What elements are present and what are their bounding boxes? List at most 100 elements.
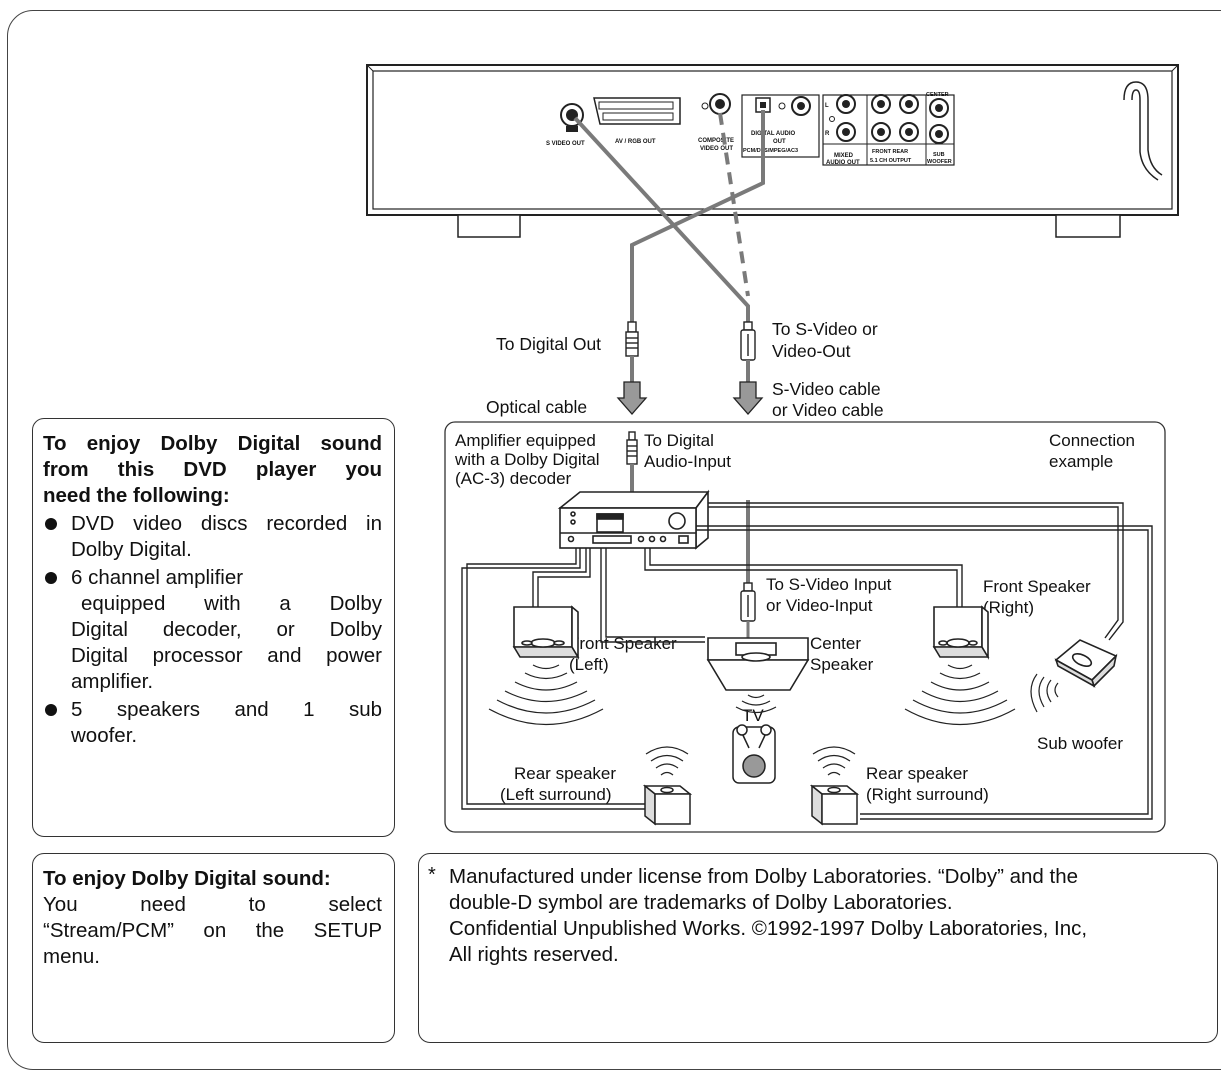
bullet-icon — [45, 572, 57, 584]
requirement-item: DVD video discs recorded in Dolby Digita… — [43, 511, 382, 563]
license-box: * Manufactured under license from Dolby … — [418, 853, 1218, 1043]
composite-jack-icon — [709, 93, 731, 115]
label-front-rear: FRONT REAR — [872, 149, 908, 155]
license-line-4: All rights reserved. — [449, 943, 619, 966]
label-center-2: Speaker — [810, 655, 874, 674]
label-amp-1: Amplifier equipped — [455, 431, 596, 450]
label-front-right-2: (Right) — [983, 598, 1034, 617]
label-to-svideo-1: To S-Video or — [772, 319, 878, 339]
requirement-item: 5 speakers and 1 sub woofer. — [43, 697, 382, 749]
label-r-mark: R — [825, 131, 830, 137]
requirement-text: woofer. — [71, 724, 138, 747]
digital-audio-section — [741, 94, 820, 158]
label-to-digital-in-2: Audio-Input — [644, 452, 731, 471]
front-left-sound-waves — [488, 664, 604, 726]
label-av-rgb-out: AV / RGB OUT — [615, 139, 656, 145]
subwoofer-sound-waves — [1030, 673, 1059, 713]
player-foot-left — [457, 214, 521, 238]
requirement-text: Digital decoder, or Dolby — [71, 618, 382, 641]
bullet-icon — [45, 518, 57, 530]
svideo-plug-icon — [740, 321, 756, 361]
setup-heading: To enjoy Dolby Digital sound: — [43, 867, 331, 890]
label-rear-right-2: (Right surround) — [866, 785, 989, 804]
amp-optical-plug-icon — [626, 431, 638, 465]
label-sub: SUB — [933, 152, 945, 158]
speaker-wires — [461, 502, 1153, 820]
label-svideo-out: S VIDEO OUT — [546, 141, 585, 147]
subwoofer-icon — [1054, 639, 1118, 688]
rear-left-sound-waves — [645, 746, 689, 776]
requirements-list: DVD video discs recorded in Dolby Digita… — [43, 511, 382, 749]
svideo-cable-line — [573, 116, 750, 322]
label-digital-out: OUT — [773, 139, 786, 145]
indicator-dot — [701, 102, 709, 110]
front-right-speaker-icon — [932, 605, 990, 660]
optical-cable-line — [630, 110, 765, 322]
requirements-heading-2: from this DVD player you — [43, 458, 382, 481]
label-woofer: WOOFER — [927, 159, 952, 165]
label-center: CENTER — [926, 92, 949, 98]
label-connection-1: Connection — [1049, 431, 1135, 450]
label-rear-right-1: Rear speaker — [866, 764, 968, 783]
label-front-left-2: (Left) — [569, 655, 609, 674]
label-amp-2: with a Dolby Digital — [454, 450, 600, 469]
rear-left-speaker-icon — [642, 784, 693, 826]
label-to-digital-out: To Digital Out — [496, 334, 601, 354]
label-sub-woofer: Sub woofer — [1037, 734, 1123, 753]
dvd-player-rear: S VIDEO OUT AV / RGB OUT COMPOSITE VIDEO… — [366, 64, 1179, 238]
label-mixed: MIXED — [834, 153, 854, 159]
requirements-heading-1: To enjoy Dolby Digital sound — [43, 432, 382, 455]
footnote-star: * — [428, 864, 436, 886]
requirement-text: amplifier. — [71, 670, 154, 693]
label-to-svideo-in-1: To S-Video Input — [766, 575, 892, 594]
optical-plug-icon — [625, 321, 639, 357]
label-rear-left-1: Rear speaker — [514, 764, 616, 783]
requirement-text: Digital processor and power — [71, 644, 382, 667]
label-svideo-cable-2: or Video cable — [772, 400, 884, 420]
power-cord-icon — [1123, 81, 1163, 181]
connection-example-box — [444, 421, 1166, 833]
bullet-icon — [45, 704, 57, 716]
label-digital-formats: PCM/DTS/MPEG/AC3 — [743, 148, 798, 154]
rear-right-sound-waves — [812, 746, 856, 776]
license-line-2: double-D symbol are trademarks of Dolby … — [449, 891, 953, 914]
scart-connector-icon — [593, 97, 681, 125]
label-svideo-cable-1: S-Video cable — [772, 379, 881, 399]
license-line-3: Confidential Unpublished Works. ©1992-19… — [449, 917, 1088, 940]
setup-line-3: menu. — [43, 945, 100, 968]
label-l-mark: L — [825, 103, 829, 109]
front-left-speaker-icon — [512, 605, 580, 660]
setup-line-2: “Stream/PCM” on the SETUP — [43, 919, 382, 942]
front-right-sound-waves — [904, 664, 1016, 725]
label-51-output: 5.1 CH OUTPUT — [870, 158, 912, 164]
requirement-text: 5 speakers and 1 sub — [71, 698, 382, 721]
amplifier-icon — [557, 489, 710, 550]
label-digital-audio: DIGITAL AUDIO — [751, 131, 796, 137]
requirement-text: equipped with a Dolby — [81, 592, 382, 615]
requirements-heading-3: need the following: — [43, 484, 230, 507]
label-to-digital-in-1: To Digital — [644, 431, 714, 450]
center-speaker-icon — [706, 637, 810, 691]
requirements-box: To enjoy Dolby Digital sound from this D… — [32, 418, 395, 837]
requirement-text: Dolby Digital. — [71, 538, 192, 561]
connection-diagram: S VIDEO OUT AV / RGB OUT COMPOSITE VIDEO… — [366, 64, 1179, 833]
tv-svideo-plug-icon — [740, 582, 756, 622]
label-optical-cable: Optical cable — [486, 397, 587, 417]
multichannel-section — [822, 94, 955, 166]
license-line-1: Manufactured under license from Dolby La… — [449, 865, 1078, 888]
arrow-optical-icon — [616, 381, 648, 415]
label-front-right-1: Front Speaker — [983, 577, 1091, 596]
requirement-text: 6 channel amplifier — [71, 566, 244, 589]
setup-note-box: To enjoy Dolby Digital sound: You need t… — [32, 853, 395, 1043]
setup-line-1: You need to select — [43, 893, 382, 916]
label-composite: COMPOSITE — [698, 138, 734, 144]
label-center-1: Center — [810, 634, 861, 653]
label-tv: TV — [742, 706, 764, 725]
label-video-out: VIDEO OUT — [700, 146, 733, 152]
requirement-text: DVD video discs recorded in — [71, 512, 382, 535]
rear-right-speaker-icon — [809, 784, 860, 826]
video-cable-dashed — [718, 112, 750, 297]
label-amp-3: (AC-3) decoder — [455, 469, 572, 488]
label-front-left-1: Front Speaker — [569, 634, 677, 653]
cables — [573, 110, 765, 322]
